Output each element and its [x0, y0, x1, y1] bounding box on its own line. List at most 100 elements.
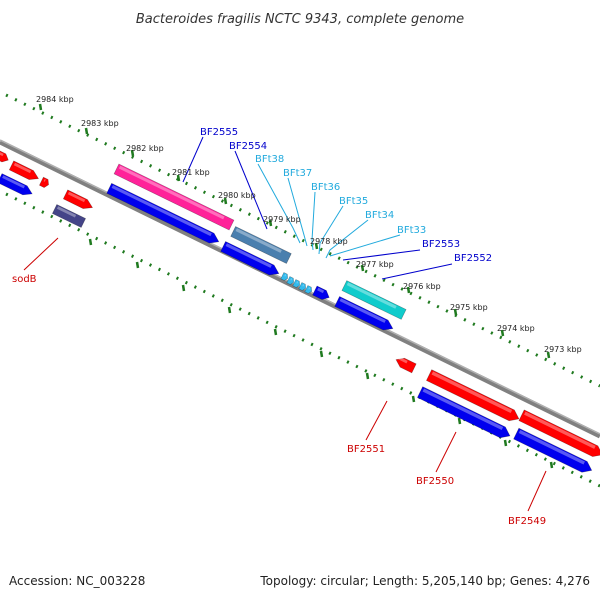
kbp-label-2975: 2975 kbp	[450, 303, 488, 312]
gene-bf2554-body	[230, 226, 292, 264]
gene-bf2550-blue-body	[417, 386, 511, 439]
leader-bf2552	[381, 263, 453, 280]
gene-bf2553-shine	[317, 287, 325, 294]
gene-bf2555-blue	[106, 182, 220, 244]
trna-bft38-body	[280, 272, 289, 281]
gene-bf2550-blue	[417, 386, 511, 439]
label-leaders	[23, 136, 547, 512]
gene-label-bft36[interactable]: BFt36	[311, 182, 340, 193]
gene-bf2553-body	[312, 285, 330, 300]
scale-tick-lower-3	[227, 306, 232, 314]
trna-bft37-body	[286, 276, 295, 285]
leader-bft33	[329, 234, 401, 257]
gene-bf2552-blue-body	[334, 296, 394, 331]
gene-label-bf2550[interactable]: BF2550	[416, 476, 454, 487]
gene-label-bf2549[interactable]: BF2549	[508, 516, 546, 527]
gene-bf2551-shine	[398, 356, 408, 364]
scale-tick-upper-6	[314, 242, 319, 250]
kbp-label-2979: 2979 kbp	[263, 215, 301, 224]
kbp-label-2983: 2983 kbp	[81, 119, 119, 128]
gene-bf2550-shine	[431, 371, 513, 414]
scale-tick-upper-7	[360, 264, 365, 272]
leader-bf2551	[365, 400, 388, 441]
gene-red-left-1-body	[0, 149, 9, 163]
gene-bf2555-blue-shine	[111, 185, 212, 237]
trna-bft37-shine	[290, 278, 293, 281]
gene-label-bf2554[interactable]: BF2554	[229, 141, 267, 152]
gene-label-bf2552[interactable]: BF2552	[454, 253, 492, 264]
kbp-label-2973: 2973 kbp	[544, 345, 582, 354]
gene-bf2554-blue-shine	[225, 243, 272, 268]
gene-features	[0, 149, 600, 473]
gene-label-bf2555[interactable]: BF2555	[200, 127, 238, 138]
gene-label-bft34[interactable]: BFt34	[365, 210, 394, 221]
gene-bf2550	[426, 369, 520, 422]
leader-bft38	[257, 163, 301, 244]
gene-bf2549-shine	[524, 411, 596, 449]
gene-bf2551-body	[395, 357, 417, 374]
gene-blue-left-1-body	[0, 173, 33, 196]
gene-bf2549-blue-body	[513, 427, 593, 473]
leader-bf2555	[182, 136, 204, 183]
scale-tick-upper-3	[176, 174, 181, 182]
gene-bf2552	[341, 280, 407, 320]
scale-tick-upper-0	[38, 103, 43, 111]
trna-bft34	[304, 285, 313, 294]
gene-blue-left-1	[0, 173, 33, 196]
gene-bf2552-blue-shine	[339, 298, 386, 323]
gene-label-sodB[interactable]: sodB	[12, 274, 37, 285]
gene-red-left-3	[39, 176, 49, 188]
gene-label-bft35[interactable]: BFt35	[339, 196, 368, 207]
scale-tick-upper-1	[84, 127, 89, 135]
scale-tick-lower-1	[135, 261, 140, 269]
leader-bft34	[325, 219, 369, 259]
leader-bft35	[318, 205, 344, 255]
scale-tick-upper-9	[453, 308, 458, 316]
trna-bft36-body	[292, 279, 301, 288]
gene-bf2555	[113, 163, 235, 231]
kbp-label-2977: 2977 kbp	[356, 260, 394, 269]
gene-label-bft37[interactable]: BFt37	[283, 168, 312, 179]
scale-tick-lower-5	[319, 350, 324, 358]
scale-tick-upper-10	[500, 329, 505, 337]
gene-red-left-4	[62, 189, 93, 209]
leader-bf2550	[435, 431, 457, 473]
scale-tick-lower-10	[549, 461, 554, 469]
gene-label-bft33[interactable]: BFt33	[397, 225, 426, 236]
scale-tick-lower-7	[411, 395, 416, 403]
scale-tick-lower-6	[365, 372, 370, 380]
gene-red-left-2-shine	[13, 162, 32, 174]
scale-tick-upper-5	[268, 219, 273, 227]
scale-tick-lower-4	[273, 328, 278, 336]
scale-ticks	[38, 103, 554, 469]
gene-label-bft38[interactable]: BFt38	[255, 154, 284, 165]
gene-label-bf2551[interactable]: BF2551	[347, 444, 385, 455]
trna-bft35-body	[298, 282, 307, 291]
inner-scale-track	[5, 192, 600, 488]
gene-bf2554-shine	[235, 228, 282, 253]
gene-red-left-2-body	[8, 160, 39, 180]
gene-label-bf2553[interactable]: BF2553	[422, 239, 460, 250]
gene-bf2552-shine	[346, 282, 397, 309]
trna-bft35-shine	[302, 284, 305, 287]
scale-tick-lower-0	[88, 238, 93, 246]
gene-bf2552-blue	[334, 296, 394, 331]
trna-bft35	[298, 282, 307, 291]
scale-tick-upper-4	[223, 197, 228, 205]
gene-red-left-2	[8, 160, 39, 180]
gene-bf2554	[230, 226, 292, 264]
kbp-label-2980: 2980 kbp	[218, 191, 256, 200]
trna-bft34-body	[304, 285, 313, 294]
gene-bf2554-blue-body	[220, 241, 280, 276]
gene-sodB-shine	[56, 206, 77, 218]
scale-tick-upper-11	[546, 351, 551, 359]
kbp-label-2978: 2978 kbp	[310, 237, 348, 246]
gene-red-left-1-shine	[0, 151, 4, 157]
leader-bft36	[311, 191, 316, 251]
kbp-label-2981: 2981 kbp	[172, 168, 210, 177]
gene-bf2549-blue-shine	[518, 429, 585, 465]
gene-bf2554-blue	[220, 241, 280, 276]
leader-bft37	[287, 177, 308, 247]
gene-red-left-3-shine	[43, 178, 46, 182]
